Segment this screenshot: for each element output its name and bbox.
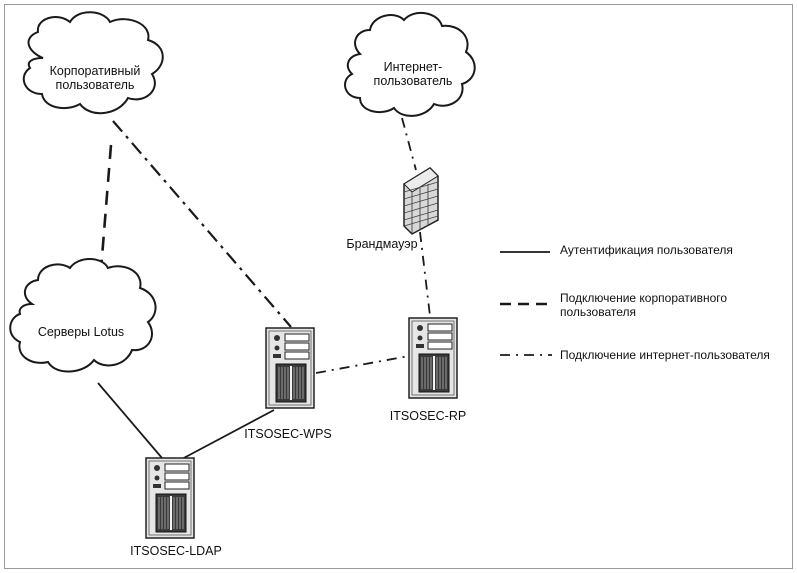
legend-label-authentication: Аутентификация пользователя: [560, 243, 733, 257]
link-wps-to-ldap: [179, 409, 275, 461]
link-lotus-to-ldap: [97, 382, 163, 459]
legend-label-internet-connection: Подключение интернет-пользователя: [560, 348, 770, 362]
cloud-lotus-servers-icon: [9, 258, 157, 373]
tower-server-icon: [265, 327, 315, 409]
link-internet-to-firewall: [401, 117, 417, 171]
brick-wall-icon: [403, 167, 439, 235]
link-firewall-to-rp: [419, 231, 431, 317]
legend-label-corporate-connection: Подключение корпоративного пользователя: [560, 291, 728, 319]
link-corporate-to-wps: [112, 120, 292, 328]
lotus-servers-label: Серверы Lotus: [37, 325, 125, 339]
tower-server-icon: [145, 457, 195, 539]
cloud-corporate-user-icon: [22, 11, 164, 115]
connections: [97, 117, 431, 461]
tower-server-icon: [408, 317, 458, 399]
legend-samples: [500, 251, 552, 356]
internet-user-label: Интернет-пользователь: [373, 60, 453, 88]
link-rp-to-wps: [315, 355, 410, 374]
rp-server-label: ITSOSEC-RP: [389, 409, 467, 423]
cloud-internet-user-icon: [344, 11, 476, 117]
wps-server-label: ITSOSEC-WPS: [244, 427, 332, 441]
ldap-server-label: ITSOSEC-LDAP: [130, 544, 222, 558]
cloud-icon: [9, 11, 476, 373]
firewall-label: Брандмауэр: [346, 237, 418, 251]
corporate-user-label: Корпоративный пользователь: [49, 64, 141, 92]
